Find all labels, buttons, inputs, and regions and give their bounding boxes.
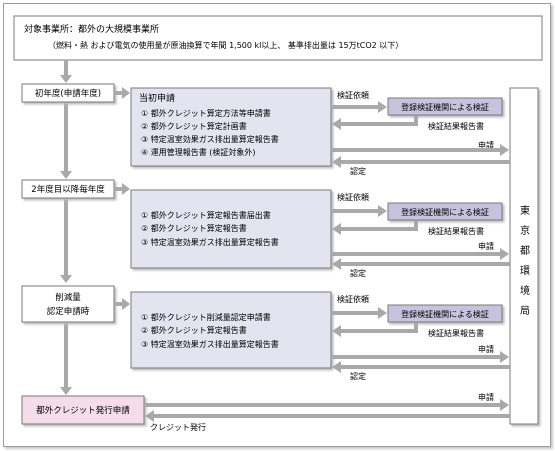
timeline-arrows: [60, 60, 72, 395]
verifier-label-3: 登録検証機関による検証: [401, 309, 489, 319]
block-first-title: 当初申請: [139, 92, 175, 104]
block-third-item-1: ① 都外クレジット削減量認定申請書: [141, 312, 271, 322]
verifier-label-2: 登録検証機関による検証: [401, 207, 489, 217]
block-third-item-3: ③ 特定温室効果ガス排出量算定報告書: [141, 339, 279, 349]
phase-third-label-1: 削減量: [55, 292, 81, 303]
final-label: 都外クレジット発行申請: [36, 405, 130, 416]
block-second-item-2: ② 都外クレジット算定報告書: [141, 223, 247, 233]
header-line2: （燃料・熱 および電気の使用量が原油換算で年間 1,500 kl以上、 基準排出…: [48, 40, 403, 50]
header-line1: 対象事業所：都外の大規模事業所: [24, 23, 159, 35]
approve-label-3: 認定: [350, 371, 366, 381]
authority-char-1: 東: [520, 204, 530, 217]
block-first-item-3: ③ 特定温室効果ガス排出量算定報告書: [141, 134, 279, 144]
verifier-box-1: [387, 97, 503, 116]
verify-flow-2: 登録検証機関による検証 検証依頼 検証結果報告書 申請 認定: [331, 192, 510, 278]
verify-request-label-3: 検証依頼: [337, 294, 369, 304]
final-box: [21, 395, 145, 425]
authority-char-3: 都: [520, 245, 530, 257]
approve-label-1: 認定: [350, 166, 366, 176]
phase-second-label: 2年度目以降毎年度: [31, 184, 105, 195]
phase-third-label-2: 認定申請時: [47, 306, 90, 317]
verify-result-label-1: 検証結果報告書: [428, 121, 484, 131]
verifier-label-1: 登録検証機関による検証: [401, 102, 489, 112]
block-third: [130, 291, 332, 369]
verify-result-label-3: 検証結果報告書: [428, 328, 484, 338]
approve-label-2: 認定: [350, 268, 366, 278]
apply-label-final: 申請: [478, 392, 494, 402]
verify-request-label-2: 検証依頼: [337, 192, 369, 202]
authority-char-4: 環: [520, 265, 530, 277]
credit-issue-label: クレジット発行: [150, 422, 206, 432]
phase-connectors: [114, 87, 130, 310]
phase-first-label: 初年度(申請年度): [35, 88, 101, 99]
verify-request-label-1: 検証依頼: [337, 90, 369, 100]
block-third-item-2: ② 都外クレジット算定報告書: [141, 325, 247, 335]
authority-char-5: 境: [520, 284, 530, 297]
verify-result-label-2: 検証結果報告書: [428, 226, 484, 236]
authority-char-2: 京: [520, 224, 530, 237]
block-second-item-3: ③ 特定温室効果ガス排出量算定報告書: [141, 237, 279, 247]
block-first-item-1: ① 都外クレジット算定方法等申請書: [141, 108, 271, 118]
authority-box: [509, 87, 539, 425]
authority-char-6: 局: [520, 305, 530, 317]
block-second: [130, 189, 332, 269]
block-first: [130, 87, 332, 167]
apply-label-3: 申請: [478, 344, 494, 354]
final-flow: 申請 クレジット発行: [144, 392, 510, 432]
verifier-box-3: [387, 304, 503, 323]
header-box: [13, 15, 543, 61]
block-second-item-1: ① 都外クレジット算定報告書届出書: [141, 210, 271, 220]
block-first-item-4: ④ 運用管理報告書 (検証対象外): [141, 147, 256, 157]
verify-flow-3: 登録検証機関による検証 検証依頼 検証結果報告書 申請 認定: [331, 294, 510, 381]
block-first-item-2: ② 都外クレジット算定計画書: [141, 121, 247, 131]
verify-flow-1: 登録検証機関による検証 検証依頼 検証結果報告書 申請 認定: [331, 90, 510, 176]
verifier-box-2: [387, 202, 503, 221]
apply-label-2: 申請: [478, 241, 494, 251]
apply-label-1: 申請: [478, 140, 494, 150]
